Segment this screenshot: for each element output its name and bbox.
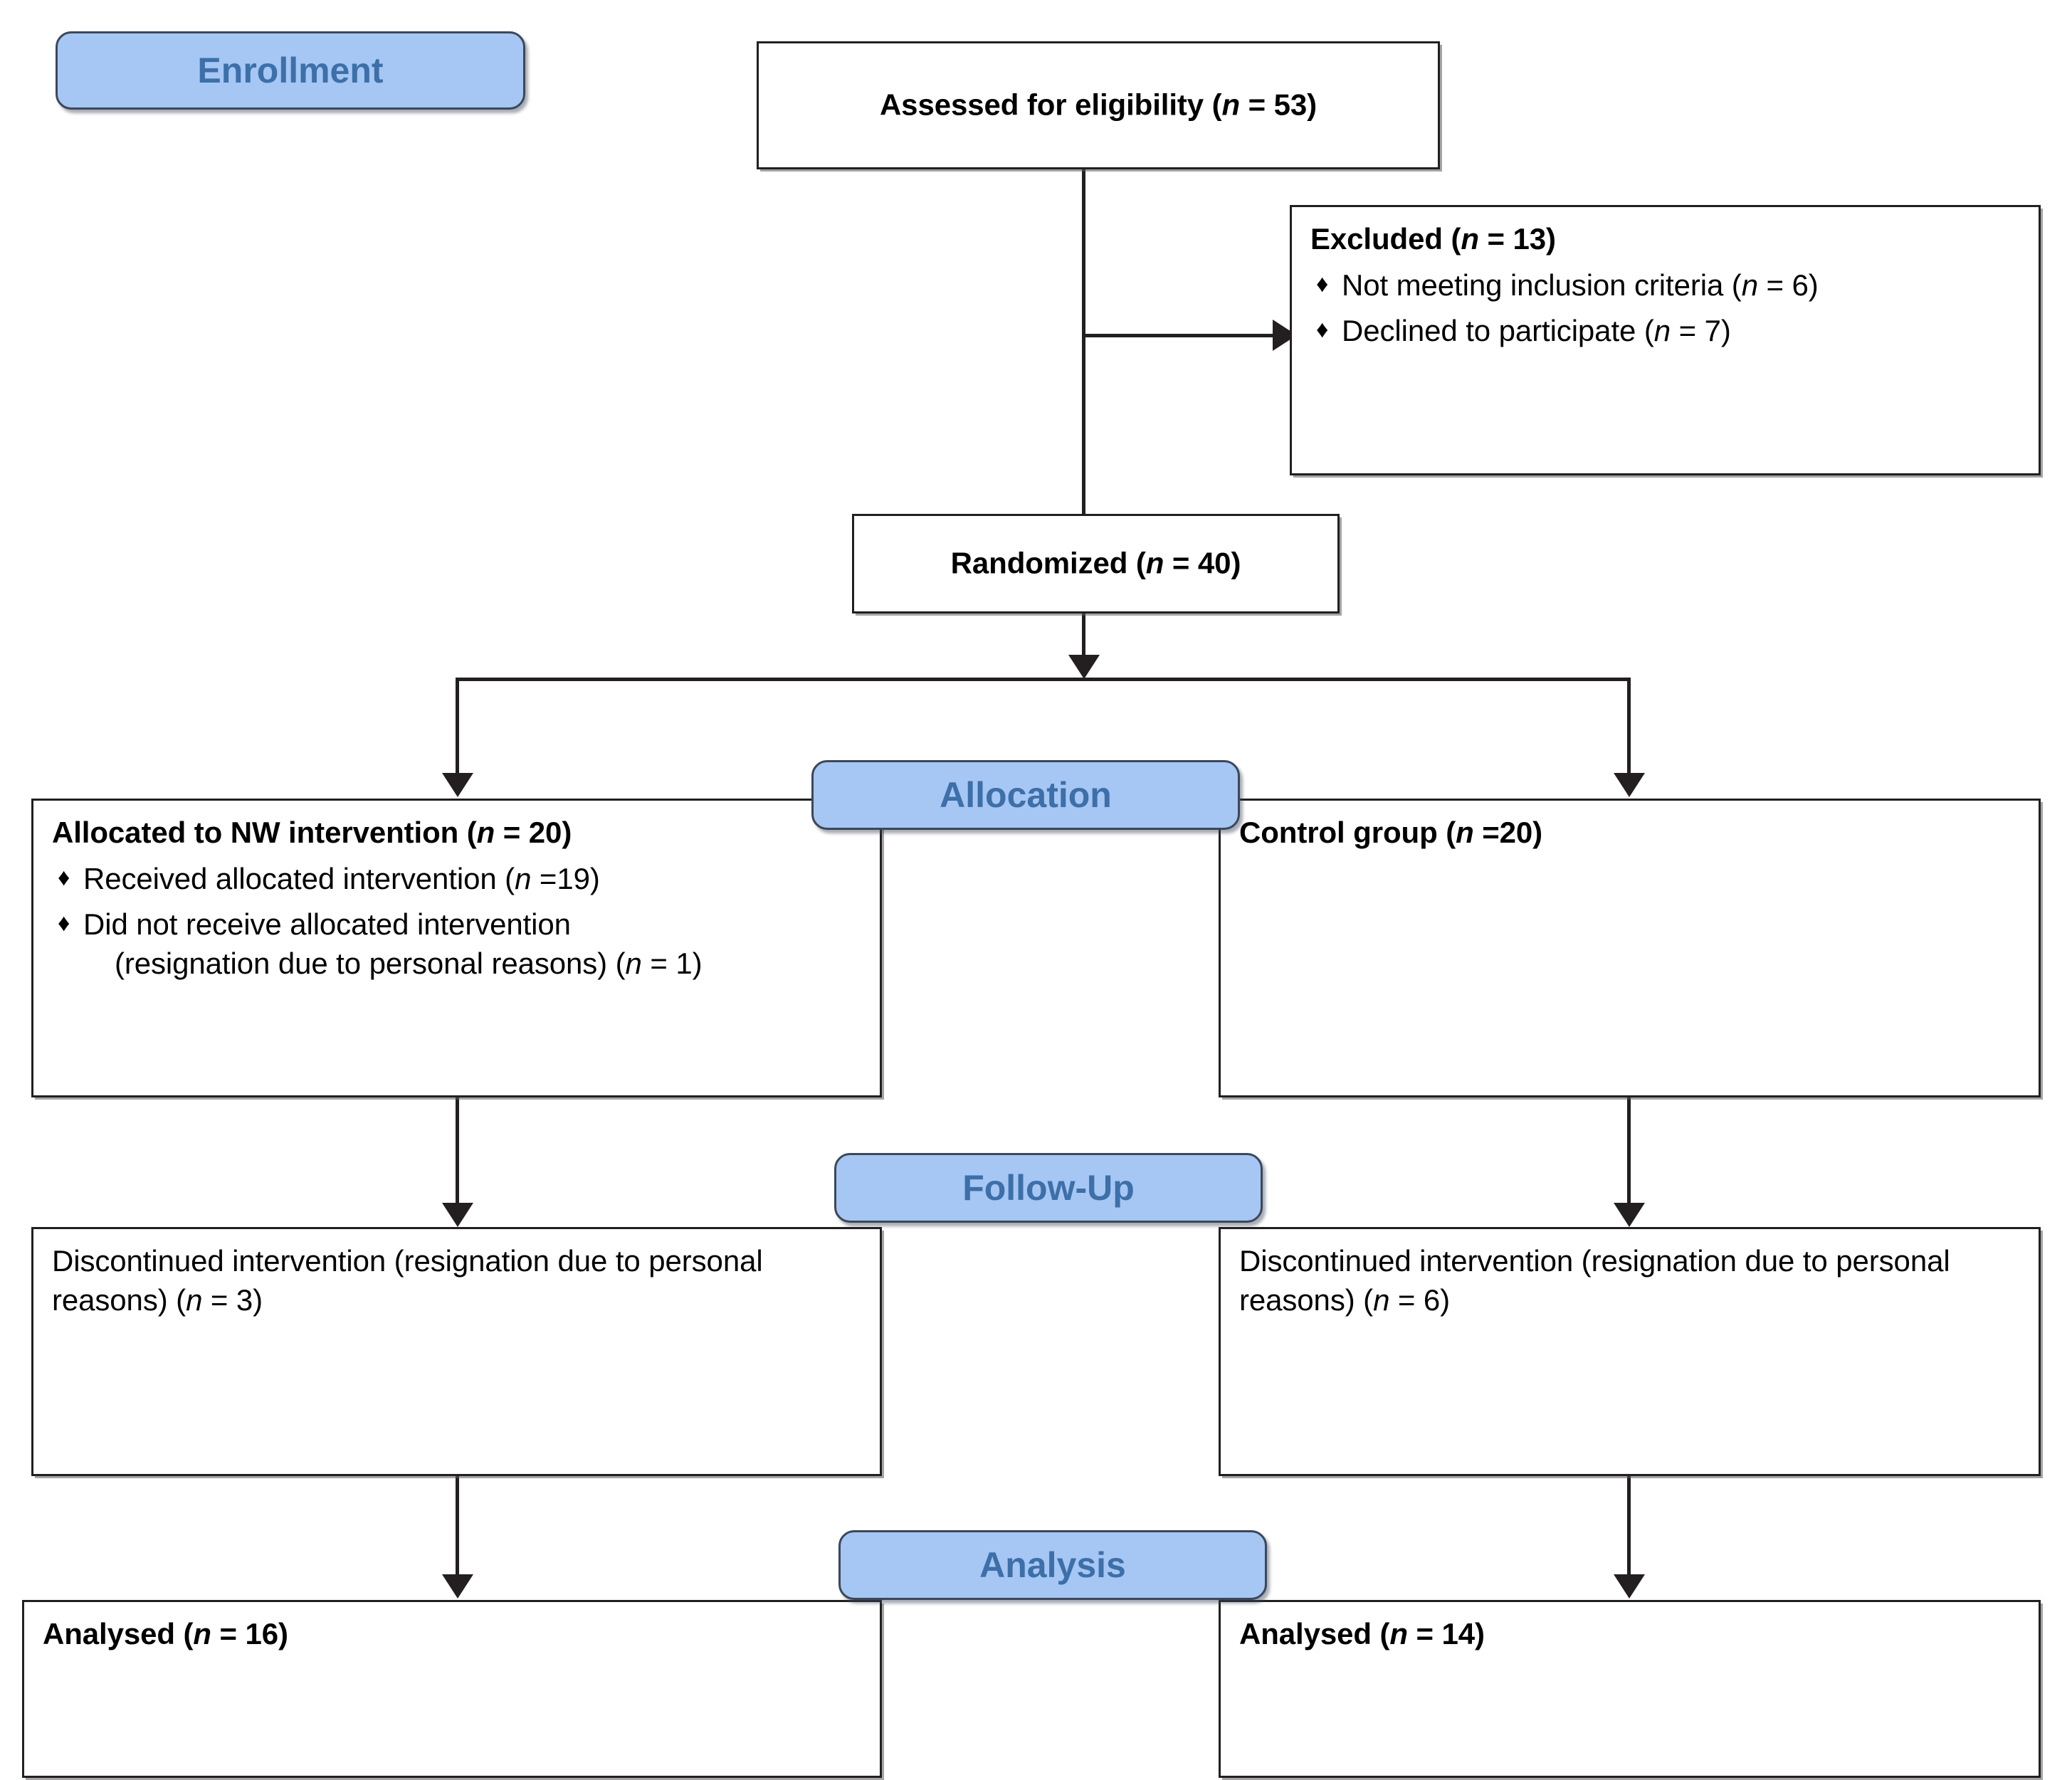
allocated-bullet-0-post: =19) bbox=[531, 861, 600, 895]
node-followup-control: Discontinued intervention (resignation d… bbox=[1219, 1227, 2041, 1476]
arrowhead-right-allocation bbox=[1614, 773, 1645, 797]
allocated-bullet-0-pre: Received allocated intervention ( bbox=[83, 861, 515, 895]
randomized-italic-n: n bbox=[1145, 546, 1164, 580]
assessed-text-post: = 53) bbox=[1240, 88, 1318, 122]
node-allocated-to-intervention: Allocated to NW intervention (n = 20) ♦R… bbox=[31, 799, 882, 1097]
followup-left-post: = 3) bbox=[202, 1283, 263, 1317]
analysed-right-post: = 14) bbox=[1407, 1617, 1485, 1650]
diamond-bullet-icon: ♦ bbox=[1316, 270, 1329, 297]
stage-pill-analysis-label: Analysis bbox=[979, 1545, 1126, 1585]
list-item: ♦ Declined to participate (n = 7) bbox=[1310, 312, 2024, 351]
arrowhead-left-analysis bbox=[442, 1574, 473, 1599]
allocated-bullet-1-pre: Did not receive allocated intervention bbox=[83, 907, 571, 942]
node-randomized: Randomized (n = 40) bbox=[852, 514, 1340, 613]
excluded-heading-pre: Excluded ( bbox=[1310, 222, 1461, 256]
node-allocated-bullet-list: ♦Received allocated intervention (n =19)… bbox=[52, 860, 866, 984]
excluded-bullet-0-post: = 6) bbox=[1757, 268, 1819, 302]
connector-left-allocation-to-followup bbox=[456, 1097, 459, 1206]
followup-right-pre: Discontinued intervention (resignation d… bbox=[1239, 1244, 1950, 1317]
arrowhead-right-followup bbox=[1614, 1203, 1645, 1227]
control-text-post: =20) bbox=[1473, 816, 1543, 849]
analysed-left-pre: Analysed ( bbox=[43, 1617, 194, 1650]
excluded-bullet-0-italic-n: n bbox=[1741, 268, 1758, 302]
node-assessed-for-eligibility: Assessed for eligibility (n = 53) bbox=[757, 41, 1440, 169]
node-control-group: Control group (n =20) bbox=[1219, 799, 2041, 1097]
stage-pill-followup: Follow-Up bbox=[834, 1153, 1263, 1223]
followup-right-post: = 6) bbox=[1389, 1283, 1451, 1317]
node-followup-left-text: Discontinued intervention (resignation d… bbox=[52, 1242, 866, 1320]
node-analysed-intervention: Analysed (n = 16) bbox=[22, 1600, 882, 1778]
arrowhead-left-followup bbox=[442, 1203, 473, 1227]
node-assessed-for-eligibility-label: Assessed for eligibility (n = 53) bbox=[759, 86, 1438, 125]
node-followup-right-text: Discontinued intervention (resignation d… bbox=[1239, 1242, 2024, 1320]
arrowhead-randomized-split bbox=[1068, 655, 1100, 679]
allocated-heading-pre: Allocated to NW intervention ( bbox=[52, 816, 477, 849]
list-item: ♦ Received allocated intervention (n =19) bbox=[52, 860, 866, 899]
allocated-bullet-1-continuation: (resignation due to personal reasons) (n… bbox=[83, 944, 866, 984]
allocated-bullet-1-cont-pre: (resignation due to personal reasons) ( bbox=[115, 946, 626, 980]
followup-left-pre: Discontinued intervention (resignation d… bbox=[52, 1244, 763, 1317]
randomized-text-pre: Randomized ( bbox=[950, 546, 1146, 580]
stage-pill-analysis: Analysis bbox=[838, 1530, 1267, 1600]
node-allocated-content: Allocated to NW intervention (n = 20) ♦R… bbox=[52, 813, 866, 983]
excluded-heading-post: = 13) bbox=[1478, 222, 1557, 256]
excluded-italic-n: n bbox=[1461, 222, 1479, 256]
node-analysed-control: Analysed (n = 14) bbox=[1219, 1600, 2041, 1778]
stage-pill-enrollment: Enrollment bbox=[56, 31, 525, 110]
connector-right-followup-to-analysis bbox=[1627, 1476, 1631, 1577]
assessed-text-pre: Assessed for eligibility ( bbox=[879, 88, 1222, 122]
excluded-bullet-0-pre: Not meeting inclusion criteria ( bbox=[1342, 268, 1742, 302]
list-item: ♦Did not receive allocated intervention(… bbox=[52, 905, 866, 983]
connector-right-allocation-to-followup bbox=[1627, 1097, 1631, 1206]
node-excluded-heading: Excluded (n = 13) bbox=[1310, 220, 2024, 259]
allocated-bullet-0-italic-n: n bbox=[515, 861, 532, 895]
diamond-bullet-icon: ♦ bbox=[1316, 316, 1329, 344]
allocated-heading-post: = 20) bbox=[495, 816, 572, 849]
connector-left-followup-to-analysis bbox=[456, 1476, 459, 1577]
node-excluded-bullet-list: ♦Not meeting inclusion criteria (n = 6) … bbox=[1310, 266, 2024, 351]
assessed-italic-n: n bbox=[1221, 88, 1241, 122]
node-randomized-label: Randomized (n = 40) bbox=[854, 544, 1337, 584]
excluded-bullet-1-italic-n: n bbox=[1653, 314, 1671, 348]
control-text-pre: Control group ( bbox=[1239, 816, 1456, 849]
control-italic-n: n bbox=[1456, 816, 1474, 849]
arrowhead-right-analysis bbox=[1614, 1574, 1645, 1599]
followup-left-italic-n: n bbox=[186, 1283, 203, 1317]
stage-pill-enrollment-label: Enrollment bbox=[197, 51, 384, 90]
analysed-left-post: = 16) bbox=[211, 1617, 289, 1650]
excluded-bullet-1-post: = 7) bbox=[1671, 314, 1731, 348]
analysed-right-italic-n: n bbox=[1389, 1617, 1408, 1650]
diamond-bullet-icon: ♦ bbox=[58, 910, 70, 937]
connector-split-to-left-allocation bbox=[456, 678, 459, 777]
stage-pill-followup-label: Follow-Up bbox=[962, 1168, 1135, 1208]
node-analysed-right-label: Analysed (n = 14) bbox=[1239, 1615, 2024, 1654]
connector-branch-to-excluded bbox=[1082, 334, 1274, 337]
stage-pill-allocation-label: Allocation bbox=[940, 775, 1112, 815]
list-item: ♦ Not meeting inclusion criteria (n = 6) bbox=[1310, 266, 2024, 305]
allocated-bullet-1-post: = 1) bbox=[641, 946, 703, 980]
diamond-bullet-icon: ♦ bbox=[58, 863, 70, 891]
arrowhead-left-allocation bbox=[442, 773, 473, 797]
randomized-text-post: = 40) bbox=[1164, 546, 1241, 580]
stage-pill-allocation: Allocation bbox=[811, 760, 1240, 830]
node-allocated-heading: Allocated to NW intervention (n = 20) bbox=[52, 813, 866, 853]
node-followup-intervention: Discontinued intervention (resignation d… bbox=[31, 1227, 882, 1476]
allocated-bullet-1-italic-n: n bbox=[625, 946, 642, 980]
node-excluded-content: Excluded (n = 13) ♦Not meeting inclusion… bbox=[1310, 220, 2024, 351]
analysed-right-pre: Analysed ( bbox=[1239, 1617, 1390, 1650]
connector-assessed-to-randomized bbox=[1082, 169, 1085, 515]
node-analysed-left-label: Analysed (n = 16) bbox=[43, 1615, 866, 1654]
connector-allocation-split-horizontal bbox=[456, 678, 1631, 681]
excluded-bullet-1-pre: Declined to participate ( bbox=[1342, 314, 1654, 348]
analysed-left-italic-n: n bbox=[193, 1617, 211, 1650]
allocated-heading-italic-n: n bbox=[476, 816, 495, 849]
connector-randomized-down bbox=[1082, 613, 1085, 665]
node-excluded: Excluded (n = 13) ♦Not meeting inclusion… bbox=[1290, 205, 2041, 475]
node-control-group-label: Control group (n =20) bbox=[1239, 813, 2024, 853]
followup-right-italic-n: n bbox=[1373, 1283, 1390, 1317]
connector-split-to-right-allocation bbox=[1627, 678, 1631, 777]
